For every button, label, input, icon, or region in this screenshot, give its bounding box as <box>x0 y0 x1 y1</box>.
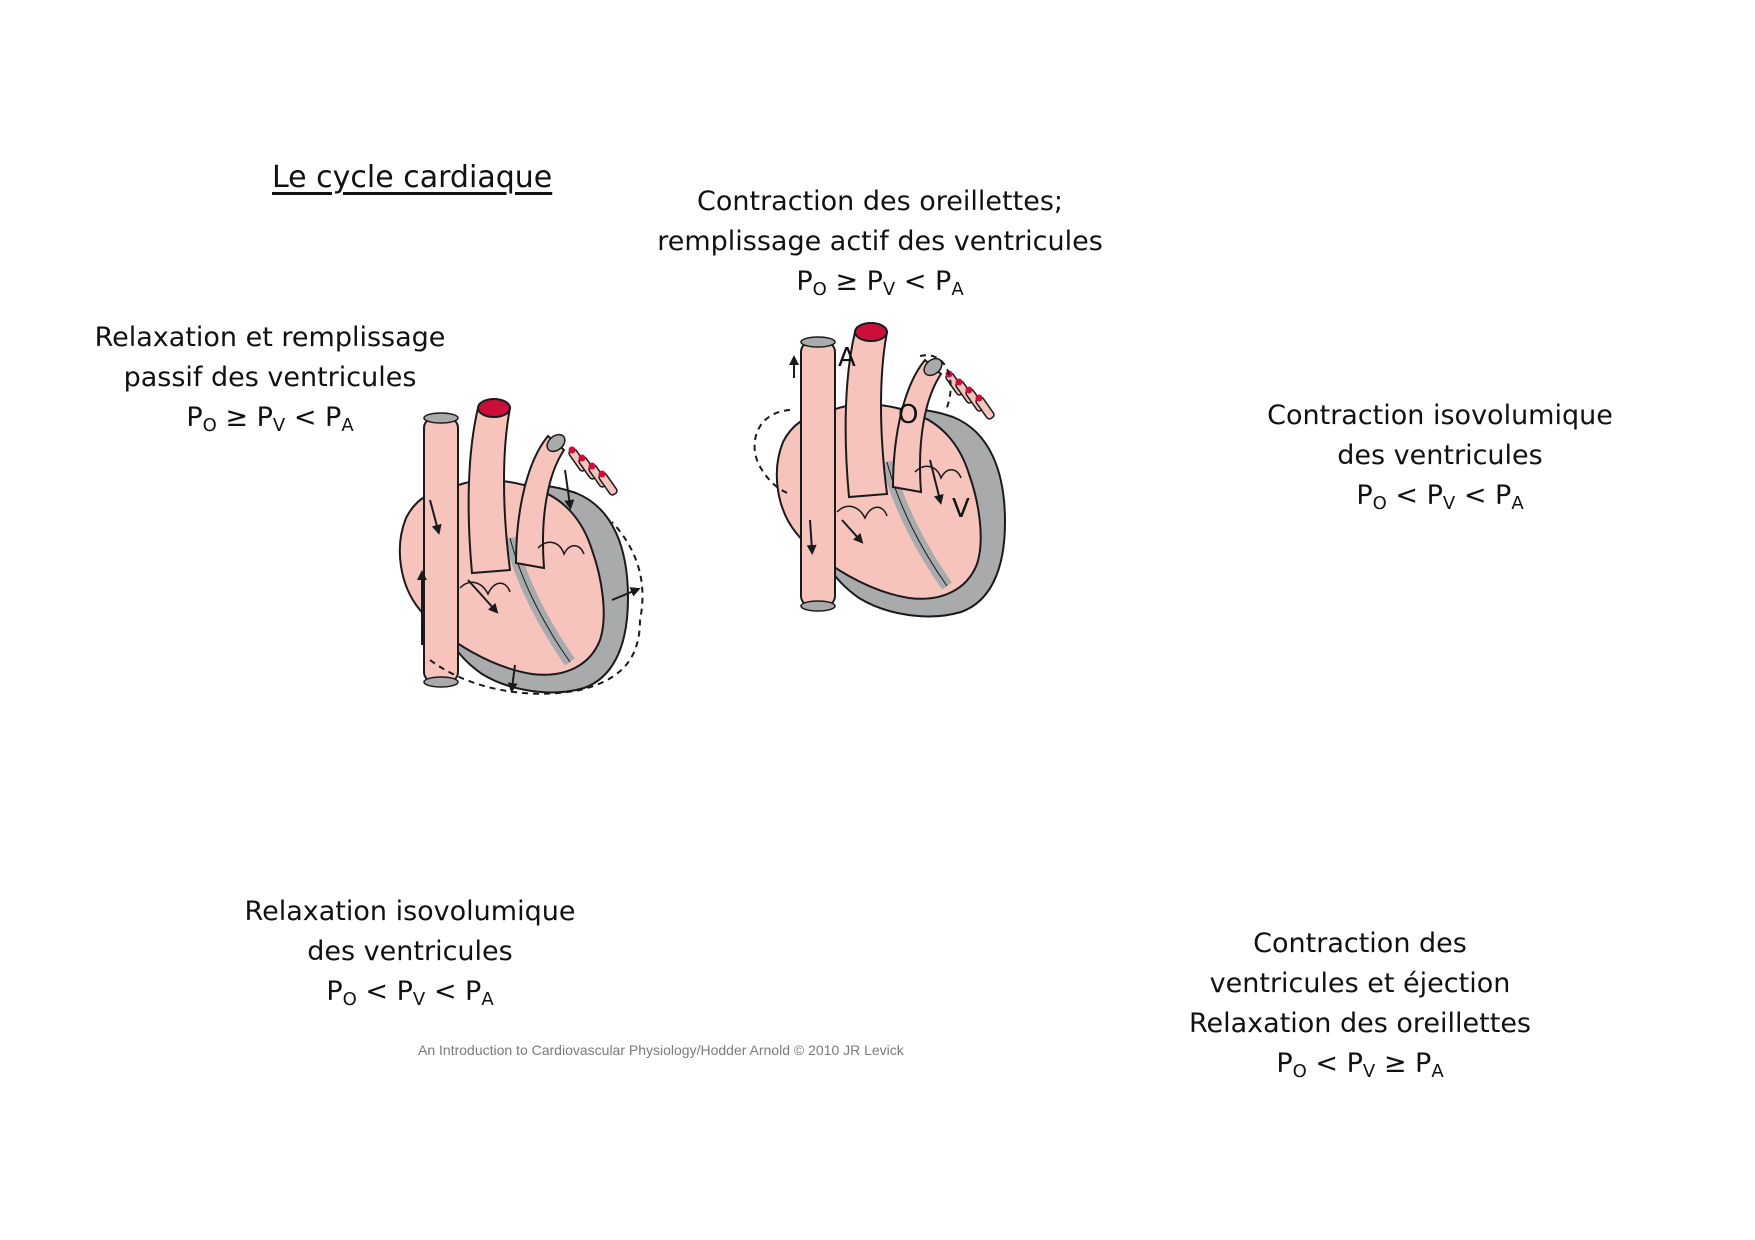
phase-4-formula: PO < PV ≥ PA <box>1276 1048 1444 1082</box>
tag-ventricule: V <box>952 494 970 524</box>
phase-5-line-1: Relaxation isovolumique <box>244 896 576 927</box>
tag-oreillette: O <box>898 400 919 430</box>
phase-4-label: Contraction des ventricules et éjection … <box>1160 924 1560 1084</box>
phase-1-label: Relaxation et remplissage passif des ven… <box>70 318 470 438</box>
phase-1-line-1: Relaxation et remplissage <box>94 322 446 353</box>
tag-artere: A <box>838 343 856 373</box>
phase-5-line-2: des ventricules <box>307 936 513 967</box>
phase-1-formula: PO ≥ PV < PA <box>186 402 354 436</box>
page-title: Le cycle cardiaque <box>272 160 553 195</box>
phase-2-line-1: Contraction des oreillettes; <box>697 186 1063 217</box>
phase-2-label: Contraction des oreillettes; remplissage… <box>640 182 1120 302</box>
phase-3-line-2: des ventricules <box>1337 440 1543 471</box>
phase-4-line-2: ventricules et éjection <box>1209 968 1511 999</box>
phase-3-line-1: Contraction isovolumique <box>1267 400 1613 431</box>
phase-2-line-2: remplissage actif des ventricules <box>657 226 1103 257</box>
heart-2-illustration <box>753 323 1005 616</box>
phase-5-formula: PO < PV < PA <box>326 976 494 1010</box>
phase-4-line-1: Contraction des <box>1253 928 1467 959</box>
phase-1-line-2: passif des ventricules <box>123 362 417 393</box>
phase-5-label: Relaxation isovolumique des ventricules … <box>210 892 610 1012</box>
phase-2-formula: PO ≥ PV < PA <box>796 266 964 300</box>
phase-3-formula: PO < PV < PA <box>1356 480 1524 514</box>
credit-line: An Introduction to Cardiovascular Physio… <box>418 1042 904 1058</box>
phase-3-label: Contraction isovolumique des ventricules… <box>1240 396 1640 516</box>
heart-1-illustration <box>400 399 644 694</box>
phase-4-line-3: Relaxation des oreillettes <box>1188 1008 1532 1039</box>
